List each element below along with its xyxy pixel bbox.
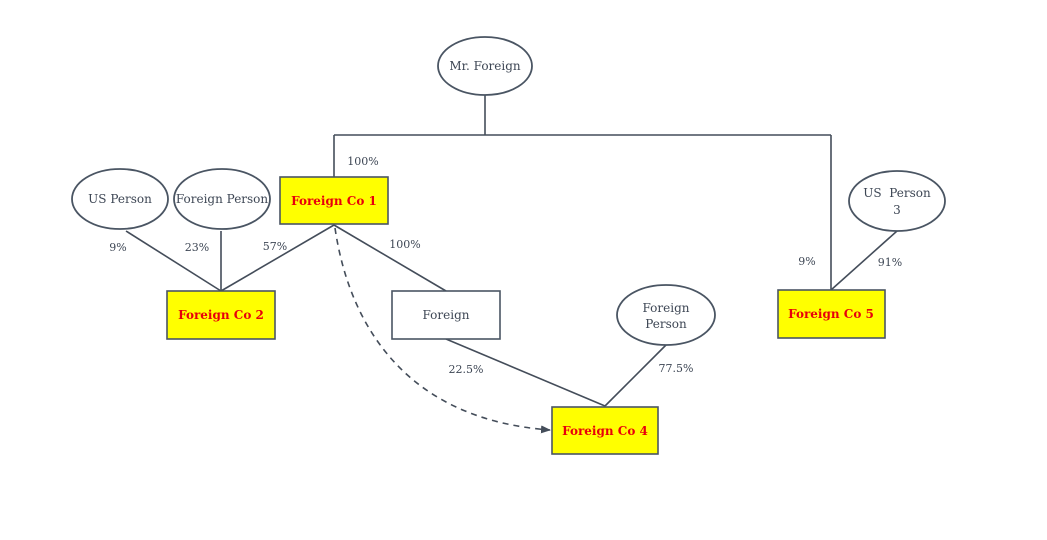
foreign-co-1-label: Foreign Co 1 <box>291 194 377 208</box>
pct-mr-to-co1: 100% <box>347 155 378 168</box>
foreign-to-co4-line <box>445 338 606 407</box>
foreign-co-2-label: Foreign Co 2 <box>178 308 264 322</box>
mr-foreign-label: Mr. Foreign <box>449 59 521 73</box>
node-foreign-box: Foreign <box>391 290 501 340</box>
node-mr-foreign: Mr. Foreign <box>437 36 533 96</box>
pct-mr-to-co5: 9% <box>798 255 815 268</box>
pct-fp2-to-co4: 77.5% <box>659 362 694 375</box>
node-us-person: US Person <box>71 168 169 230</box>
node-us-person-3: US Person 3 <box>848 170 946 232</box>
connector-lines <box>125 95 898 407</box>
pct-usp3-to-co5: 91% <box>878 256 902 269</box>
pct-fp1-to-co2: 23% <box>185 241 209 254</box>
foreign-person-1-label: Foreign Person <box>176 192 269 206</box>
foreign-co-4-label: Foreign Co 4 <box>562 424 648 438</box>
us-person-3-label-line2: 3 <box>893 203 901 217</box>
foreign-co-5-label: Foreign Co 5 <box>788 307 874 321</box>
fp2-to-co4-line <box>604 344 667 407</box>
pct-co1-to-foreign: 100% <box>389 238 420 251</box>
percentage-labels: 100% 9% 23% 57% 100% 22.5% 77.5% 9% 91% <box>109 155 902 376</box>
node-foreign-co-1: Foreign Co 1 <box>279 176 389 225</box>
us-person-3-label-line1: US Person <box>863 186 931 200</box>
us-to-co2-line <box>125 230 222 292</box>
node-foreign-co-5: Foreign Co 5 <box>777 289 886 339</box>
node-foreign-person-2: Foreign Person <box>616 284 716 346</box>
node-foreign-co-4: Foreign Co 4 <box>551 406 659 455</box>
foreign-box-label: Foreign <box>423 308 470 322</box>
pct-co1-to-co2: 57% <box>263 240 287 253</box>
us-person-label: US Person <box>88 192 152 206</box>
node-foreign-co-2: Foreign Co 2 <box>166 290 276 340</box>
foreign-person-2-label-line1: Foreign <box>643 301 690 315</box>
pct-foreign-to-co4: 22.5% <box>449 363 484 376</box>
co1-to-co2-line <box>220 224 335 292</box>
node-foreign-person-1: Foreign Person <box>173 168 271 230</box>
co1-to-foreign-line <box>333 224 447 292</box>
foreign-person-2-label-line2: Person <box>645 317 687 331</box>
usp3-to-co5-line <box>830 230 898 291</box>
pct-us-to-co2: 9% <box>109 241 126 254</box>
